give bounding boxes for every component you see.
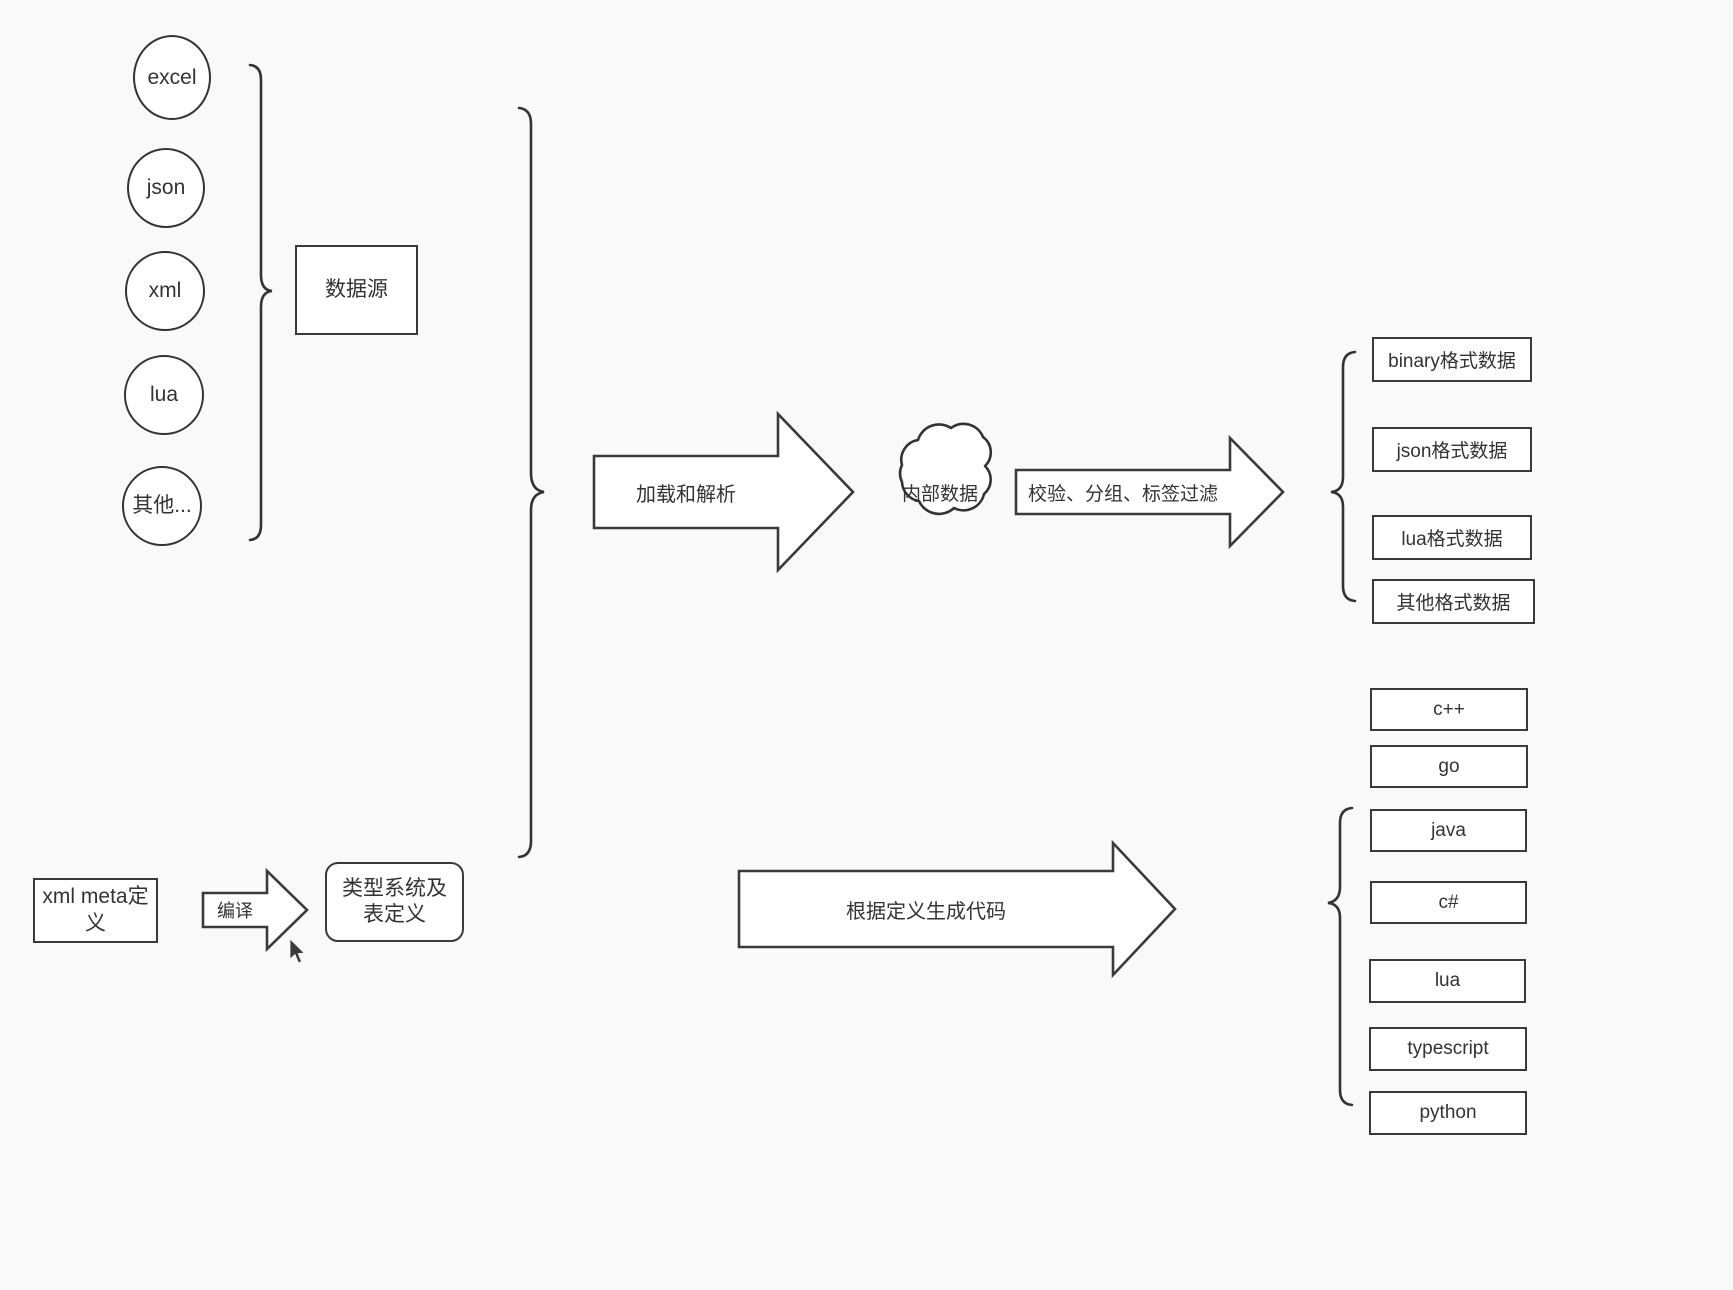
source-circle-label: lua: [149, 383, 179, 407]
code-output-label: lua: [1434, 970, 1461, 991]
type-system-table-definition-box[interactable]: 类型系统及表定义: [325, 862, 464, 942]
source-circle-json[interactable]: json: [127, 148, 205, 228]
code-output-label: c++: [1433, 698, 1465, 720]
arrow-codegen-label: 根据定义生成代码: [846, 900, 1006, 923]
code-output-label: java: [1431, 819, 1466, 841]
source-circle-label: xml: [148, 279, 182, 303]
data-output-json[interactable]: json格式数据: [1372, 427, 1532, 472]
code-output-label: python: [1419, 1102, 1477, 1123]
source-circle-other[interactable]: 其他...: [122, 466, 202, 546]
brace-code-outputs: [1327, 806, 1354, 1107]
type-system-table-definition-label: 类型系统及表定义: [342, 876, 447, 926]
brace-sources: [248, 63, 273, 542]
source-circle-xml[interactable]: xml: [125, 251, 205, 331]
mouse-cursor-icon: [289, 938, 306, 964]
code-output-label: go: [1438, 755, 1460, 777]
arrow-compile-label: 编译: [217, 901, 253, 921]
code-output-csharp[interactable]: c#: [1370, 881, 1527, 924]
data-output-label: binary格式数据: [1388, 351, 1516, 372]
code-output-java[interactable]: java: [1370, 809, 1527, 852]
data-output-label: json格式数据: [1396, 441, 1508, 462]
source-circle-label: excel: [147, 65, 197, 89]
data-output-lua[interactable]: lua格式数据: [1372, 515, 1532, 560]
source-circle-excel[interactable]: excel: [133, 35, 211, 120]
source-circle-label: 其他...: [132, 494, 192, 518]
cloud-internal-data-label: 内部数据: [901, 483, 978, 505]
data-output-label: lua格式数据: [1401, 529, 1503, 550]
source-circle-lua[interactable]: lua: [124, 355, 204, 435]
code-output-lua[interactable]: lua: [1369, 959, 1526, 1003]
arrow-load-parse-label: 加载和解析: [636, 483, 736, 506]
brace-pipeline-input: [517, 106, 545, 859]
brace-data-outputs: [1330, 350, 1357, 603]
arrow-filter-label: 校验、分组、标签过滤: [1027, 483, 1218, 505]
data-source-label: 数据源: [325, 277, 388, 301]
source-circle-label: json: [146, 176, 186, 200]
code-output-cpp[interactable]: c++: [1370, 688, 1528, 731]
code-output-label: c#: [1438, 891, 1459, 913]
data-output-label: 其他格式数据: [1396, 593, 1511, 614]
data-output-other[interactable]: 其他格式数据: [1372, 579, 1535, 624]
code-output-typescript[interactable]: typescript: [1369, 1027, 1527, 1071]
xml-meta-definition-label: xml meta定义: [42, 885, 149, 935]
data-output-binary[interactable]: binary格式数据: [1372, 337, 1532, 382]
code-output-label: typescript: [1407, 1038, 1489, 1059]
code-output-python[interactable]: python: [1369, 1091, 1527, 1135]
xml-meta-definition-box[interactable]: xml meta定义: [33, 878, 158, 943]
code-output-go[interactable]: go: [1370, 745, 1528, 788]
data-source-box[interactable]: 数据源: [295, 245, 418, 335]
